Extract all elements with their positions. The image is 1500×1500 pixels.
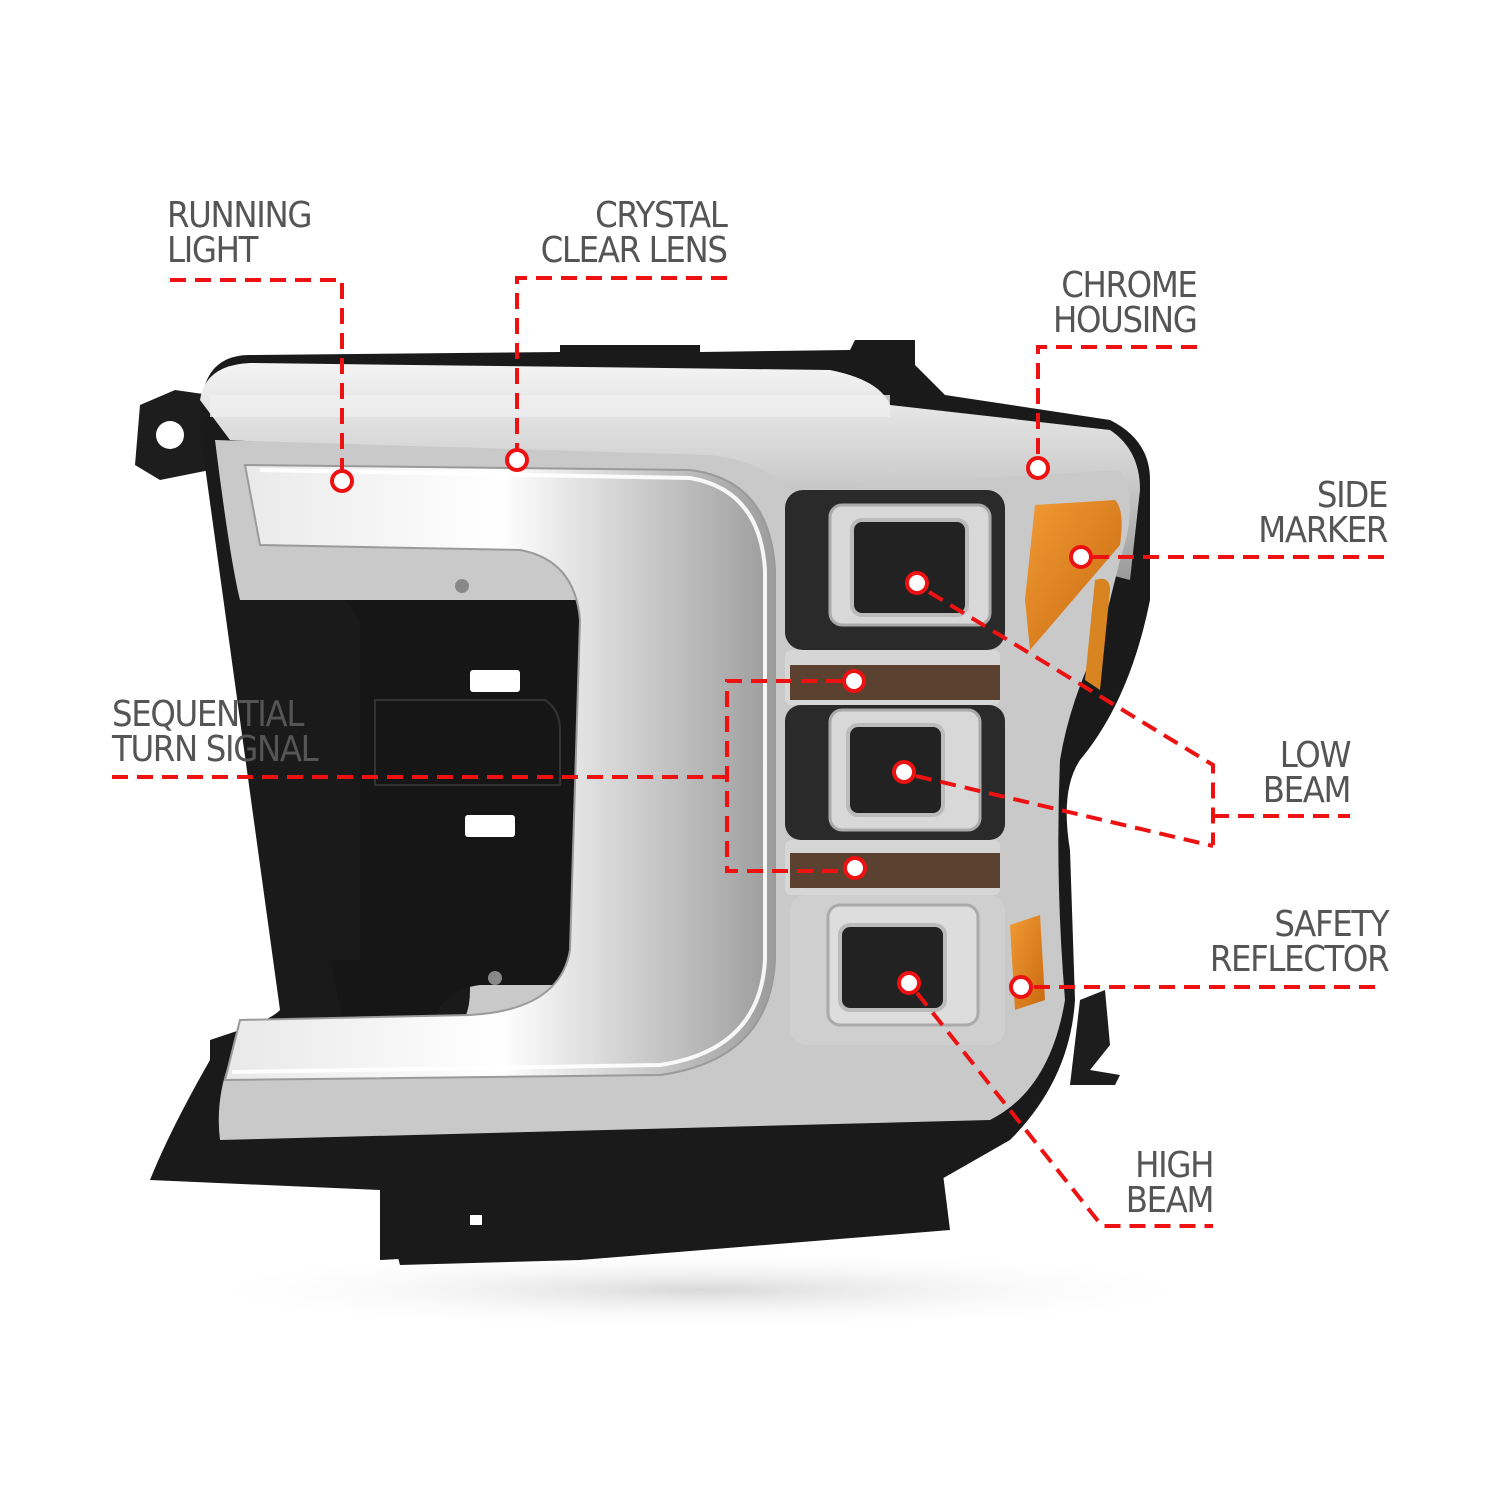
running-light-leader (170, 278, 344, 470)
side-marker-lens (1025, 500, 1122, 650)
sequential-turn-signal-bracket (725, 679, 842, 873)
turn-signal-lower-marker-icon (843, 856, 867, 880)
floor-shadow (180, 1250, 1220, 1330)
turn-signal-upper-marker-icon (842, 669, 866, 693)
label-safety-reflector: SAFETY REFLECTOR (1209, 904, 1390, 980)
low-beam-leader-upper (927, 590, 1215, 845)
chrome-housing-leader (1036, 345, 1197, 455)
label-chrome-housing: CHROME HOUSING (1053, 265, 1198, 341)
side-marker-marker-icon (1069, 545, 1093, 569)
label-running-light: RUNNING LIGHT (167, 195, 313, 271)
lower-bracket (380, 1150, 950, 1265)
running-light-marker-icon (330, 469, 354, 493)
chrome-housing-marker-icon (1026, 456, 1050, 480)
sequential-turn-signal-upper (790, 665, 1000, 700)
label-crystal-clear-lens: CRYSTAL CLEAR LENS (541, 195, 728, 271)
low-beam-upper-marker-icon (905, 571, 929, 595)
label-low-beam: LOW BEAM (1262, 735, 1352, 811)
label-high-beam: HIGH BEAM (1125, 1145, 1215, 1221)
low-beam-projector-upper (850, 518, 969, 617)
rear-bracket (330, 600, 605, 1030)
crystal-clear-lens-marker-icon (505, 448, 529, 472)
low-beam-lower-marker-icon (892, 760, 916, 784)
label-side-marker: SIDE MARKER (1258, 475, 1388, 551)
running-light-bar (223, 463, 776, 1082)
high-beam-marker-icon (897, 971, 921, 995)
safety-reflector-marker-icon (1009, 975, 1033, 999)
crystal-clear-lens-leader (515, 276, 727, 449)
low-beam-leader-lower (915, 774, 1214, 848)
crystal-clear-lens-area (200, 363, 1140, 580)
label-sequential-turn-signal: SEQUENTIAL TURN SIGNAL (112, 694, 319, 770)
